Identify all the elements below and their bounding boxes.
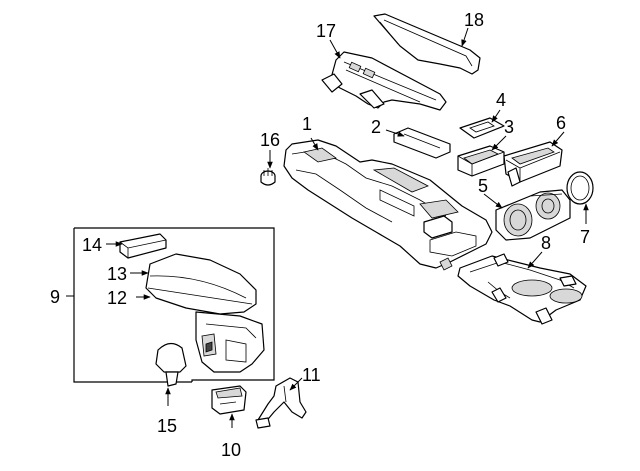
part-6-tray xyxy=(503,141,563,187)
callout-9: 9 xyxy=(50,287,60,307)
callout-12: 12 xyxy=(107,288,127,308)
part-10-bracket xyxy=(211,385,247,415)
callout-8: 8 xyxy=(541,233,551,253)
part-3-tray xyxy=(457,145,505,177)
callout-3: 3 xyxy=(504,117,514,137)
callout-17: 17 xyxy=(316,21,336,41)
part-11-support xyxy=(255,377,307,429)
leader-11 xyxy=(289,377,303,391)
leader-lines xyxy=(66,27,589,428)
leader-6 xyxy=(551,131,565,147)
callout-11: 11 xyxy=(302,365,321,385)
part-16-knob xyxy=(260,168,276,186)
callout-labels: 1 2 3 4 5 6 7 8 9 10 11 12 13 14 15 16 1… xyxy=(50,10,590,460)
leader-8 xyxy=(527,251,543,269)
part-4-pad xyxy=(459,117,505,139)
leader-1 xyxy=(310,137,319,151)
callout-13: 13 xyxy=(107,264,127,284)
part-17-bracket xyxy=(321,51,447,111)
part-15-knob xyxy=(155,342,187,387)
callout-4: 4 xyxy=(496,90,506,110)
callout-10: 10 xyxy=(221,440,241,460)
callout-16: 16 xyxy=(260,130,280,150)
callout-15: 15 xyxy=(157,416,177,436)
callout-7: 7 xyxy=(580,227,590,247)
callout-14: 14 xyxy=(82,235,102,255)
callout-2: 2 xyxy=(371,117,381,137)
callout-1: 1 xyxy=(302,114,312,134)
leader-2 xyxy=(385,129,405,137)
leader-5 xyxy=(483,193,503,209)
part-1-console xyxy=(283,139,493,271)
leader-3 xyxy=(491,135,507,151)
part-14-pad xyxy=(119,233,167,259)
part-5-cupholder xyxy=(495,189,571,241)
part-2-plate xyxy=(393,127,451,159)
callout-6: 6 xyxy=(556,113,566,133)
callout-18: 18 xyxy=(464,10,484,30)
part-8-base-plate xyxy=(457,253,587,325)
callout-5: 5 xyxy=(478,176,488,196)
leader-4 xyxy=(491,109,501,123)
part-7-ring xyxy=(566,171,594,205)
leader-17 xyxy=(329,39,341,59)
part-9-armrest-base xyxy=(195,311,265,373)
part-12-13-armrest-lid xyxy=(145,253,257,315)
part-18-trim-panel xyxy=(373,13,481,75)
leader-18 xyxy=(461,27,469,47)
